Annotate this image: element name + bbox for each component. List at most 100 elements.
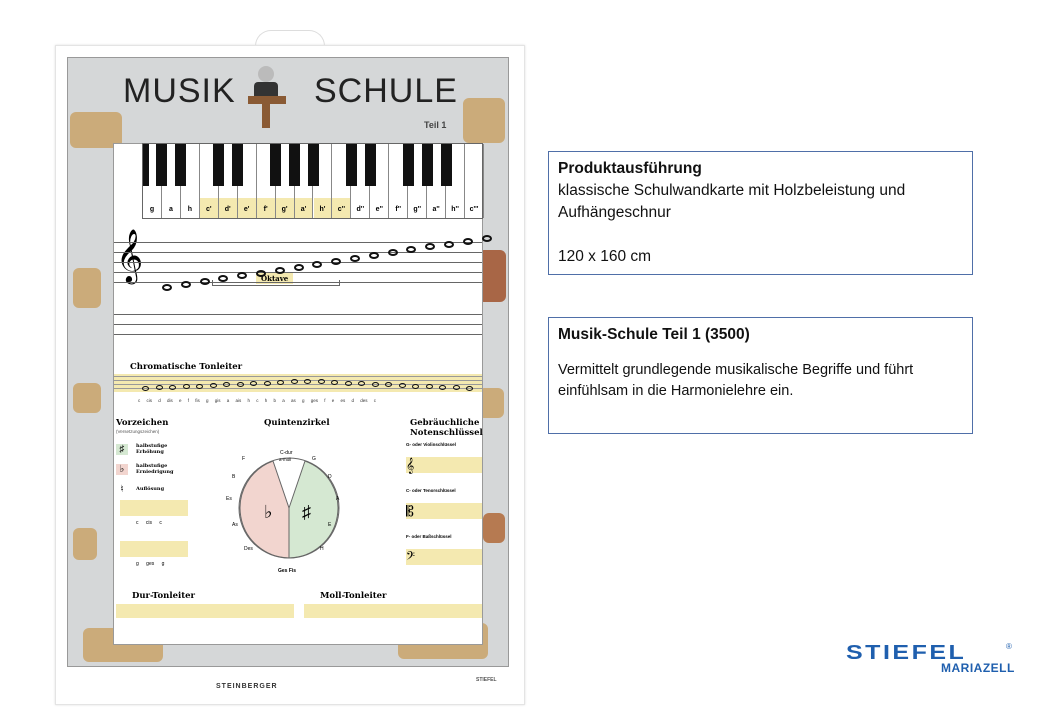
note [371, 381, 379, 387]
white-key: e' [237, 144, 257, 218]
product-name: Musik-Schule Teil 1 (3500) [558, 326, 750, 343]
clefs-list: G- oder Violinschlüssel 𝄞 C- oder Tenorsch… [406, 442, 482, 580]
sign-row: ♭halbstufige Erniedrigung [116, 459, 191, 479]
product-size: 120 x 160 cm [558, 248, 652, 265]
flat-symbol-icon: ♭ [264, 502, 273, 522]
note [439, 384, 446, 390]
circle-key-label: D [328, 474, 332, 480]
note [385, 382, 392, 388]
circle-c-major: C-dur [280, 450, 293, 456]
key-label: e'' [375, 206, 383, 213]
staff-line [114, 334, 482, 335]
white-key: e'' [370, 144, 390, 218]
circle-key-label: A [336, 496, 340, 502]
note [481, 234, 492, 242]
clef-item: F- oder Baßschlüssel𝄢 [406, 534, 482, 580]
note [263, 380, 271, 386]
sign-symbol-icon: ♯ [116, 443, 128, 455]
black-key [156, 144, 168, 186]
trumpeter-illustration [73, 268, 101, 308]
chromatic-note-names: c cis d dis e f fis g gis a ais h c h b … [138, 398, 377, 403]
staff-line [114, 282, 482, 283]
clef-staff: 𝄡 [406, 503, 482, 519]
note [169, 384, 176, 390]
note [256, 269, 266, 277]
bassoon-illustration [483, 513, 505, 543]
logo-subtitle: MARIAZELL [941, 661, 1015, 675]
clef-label: G- oder Violinschlüssel [406, 442, 456, 447]
clefs-title: Gebräuchliche Notenschlüssel [410, 418, 483, 438]
staff-line [114, 388, 482, 389]
staff-line [114, 252, 482, 253]
black-key [308, 144, 319, 186]
key-label: f'' [395, 206, 402, 213]
drummer-illustration [463, 98, 505, 143]
note [444, 240, 454, 248]
note [452, 385, 460, 391]
chromatic-staff [114, 374, 482, 392]
clef-label: C- oder Tenorschlüssel [406, 488, 456, 493]
octave-label: Oktave [256, 273, 294, 284]
note [317, 379, 325, 385]
circle-key-label: As [232, 522, 238, 528]
staff-line [114, 242, 482, 243]
circle-key-label: Es [226, 496, 232, 502]
note [274, 266, 285, 274]
conductor-illustration [248, 64, 286, 128]
black-key [270, 144, 282, 186]
clef-staff: 𝄢 [406, 549, 482, 565]
clef-item: C- oder Tenorschlüssel 𝄡 [406, 488, 482, 534]
staff-line [114, 380, 482, 381]
note [466, 386, 473, 391]
black-key [175, 144, 187, 186]
sharp-example-label: c cis c [136, 520, 162, 526]
key-label: h [187, 206, 192, 213]
note [368, 252, 379, 260]
product-description-box: Musik-Schule Teil 1 (3500) Vermittelt gr… [548, 317, 973, 434]
circle-key-label: E [328, 522, 332, 528]
staff-line [114, 376, 482, 377]
signs-subtitle: (Versetzungszeichen) [116, 429, 160, 434]
circle-a-minor: a-moll [279, 457, 292, 462]
poster-title-right: SCHULE [314, 72, 458, 110]
sign-label: halbstufige Erhöhung [136, 443, 168, 455]
note-staff: 𝄞 Oktave [114, 228, 492, 352]
note [196, 383, 203, 389]
sign-symbol-icon: ♭ [116, 463, 128, 475]
note [398, 383, 406, 388]
clef-staff: 𝄞 [406, 457, 482, 473]
key-label: h'' [451, 206, 459, 213]
note [344, 380, 352, 386]
flute-player-illustration [73, 383, 101, 413]
key-label: e' [237, 198, 256, 218]
product-details-box: Produktausführung klassische Schulwandka… [548, 151, 973, 275]
logo-brand: STIEFEL [846, 642, 967, 664]
sharp-symbol-icon: ♯ [302, 502, 311, 522]
black-key [143, 144, 149, 186]
black-key [421, 144, 433, 186]
black-key [402, 144, 414, 186]
note [425, 384, 433, 390]
product-details-heading: Produktausführung [558, 160, 702, 177]
circle-key-label: B [232, 474, 236, 480]
flat-sector [239, 460, 290, 559]
signs-list: ♯ halbstufige Erhöhung ♭halbstufige Ernied… [116, 439, 191, 499]
black-key [213, 144, 225, 186]
note [358, 381, 365, 387]
clef-item: G- oder Violinschlüssel 𝄞 [406, 442, 482, 488]
note [277, 380, 284, 385]
key-label: d'' [356, 206, 365, 213]
black-key [364, 144, 376, 186]
note [304, 378, 311, 384]
note [290, 379, 298, 385]
white-key: h' [313, 144, 333, 218]
flat-example-label: g ges g [136, 561, 165, 567]
circle-of-fifths: ♭ ♯ [238, 457, 340, 559]
key-label: g [149, 206, 155, 213]
note [412, 383, 419, 389]
octave-bracket [212, 280, 340, 286]
staff-line [114, 314, 482, 315]
publisher-logo: STEINBERGER [216, 683, 278, 690]
